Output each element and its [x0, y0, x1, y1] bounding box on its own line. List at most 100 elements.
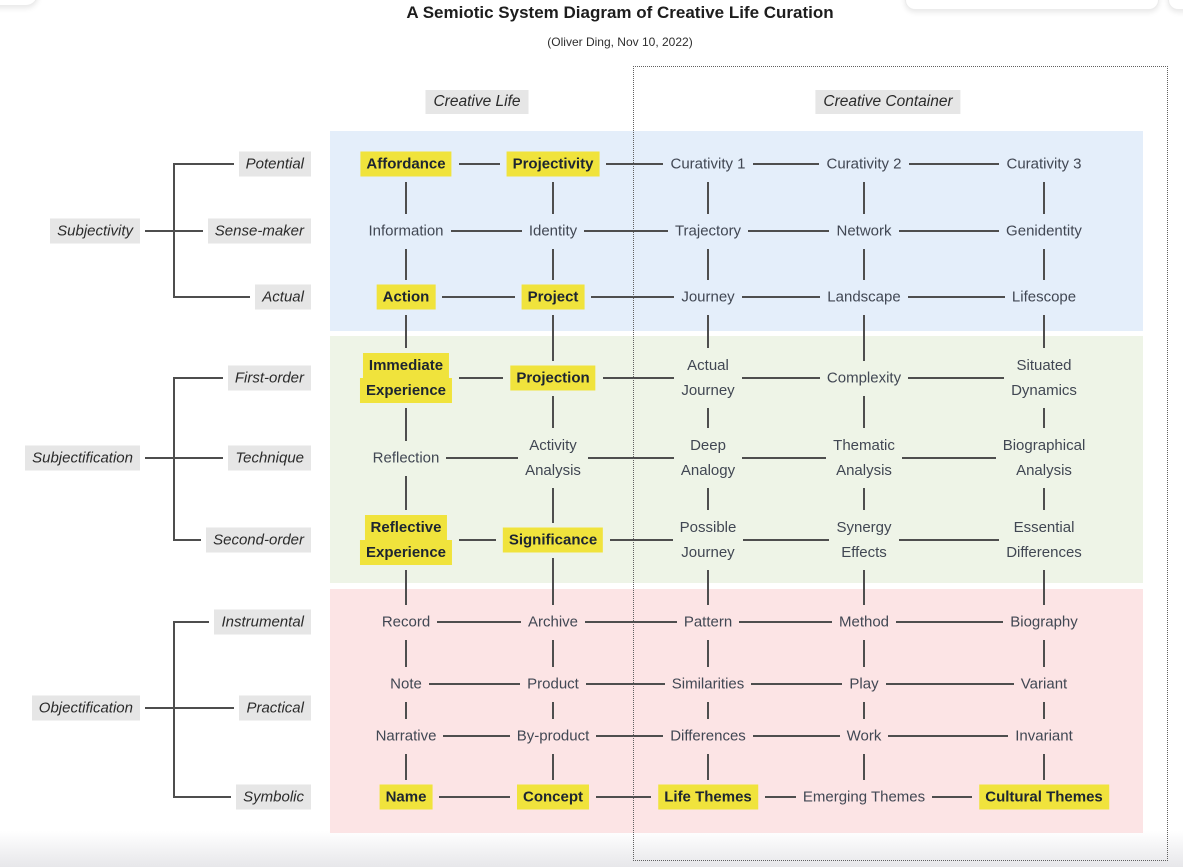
- connector-line: [752, 163, 820, 165]
- connector-line: [1043, 753, 1045, 780]
- bracket-label-practical: Practical: [239, 695, 311, 721]
- group-label-subjectification: Subjectification: [25, 445, 140, 471]
- connector-line: [587, 457, 674, 459]
- connector-line: [584, 230, 668, 232]
- connector-line: [748, 230, 830, 232]
- connector-line: [439, 796, 510, 798]
- connector-line: [428, 683, 521, 685]
- connector-line: [707, 314, 709, 348]
- connector-line: [896, 621, 1004, 623]
- connector-line: [741, 296, 821, 298]
- connector-line: [863, 248, 865, 280]
- node-reflection: Reflection: [372, 449, 440, 467]
- connector-line: [1043, 570, 1045, 605]
- bracket-line: [173, 163, 234, 165]
- connector-line: [1043, 314, 1045, 348]
- node-network: Network: [836, 222, 892, 240]
- node-significance: Significance: [502, 527, 604, 553]
- connector-line: [596, 796, 652, 798]
- connector-line: [863, 570, 865, 605]
- connector-line: [405, 181, 407, 214]
- node-by-product: By-product: [516, 727, 590, 745]
- connector-line: [707, 181, 709, 214]
- connector-line: [446, 457, 519, 459]
- connector-line: [863, 314, 865, 361]
- connector-line: [741, 377, 820, 379]
- node-emerging-themes: Emerging Themes: [802, 788, 926, 806]
- node-journey: Journey: [681, 288, 735, 306]
- connector-line: [596, 735, 664, 737]
- connector-line: [606, 163, 664, 165]
- connector-line: [437, 621, 521, 623]
- bracket-label-actual: Actual: [255, 284, 311, 310]
- connector-line: [1043, 248, 1045, 280]
- connector-line: [863, 488, 865, 510]
- creative-life-header: Creative Life: [425, 90, 529, 114]
- connector-line: [907, 296, 1005, 298]
- bracket-label-second-order: Second-order: [206, 527, 311, 553]
- connector-line: [898, 539, 1000, 541]
- connector-line: [707, 488, 709, 510]
- connector-line: [405, 701, 407, 719]
- browser-card-top-right-2: [1168, 0, 1183, 10]
- connector-line: [405, 314, 407, 348]
- connector-line: [552, 395, 554, 428]
- connector-line: [602, 377, 675, 379]
- connector-line: [707, 639, 709, 667]
- connector-line: [863, 181, 865, 214]
- bracket-line: [145, 707, 235, 709]
- bracket-label-instrumental: Instrumental: [214, 609, 311, 635]
- node-identity: Identity: [528, 222, 578, 240]
- node-action: Action: [376, 284, 436, 310]
- node-curativity-3: Curativity 3: [1006, 155, 1082, 173]
- node-variant: Variant: [1020, 675, 1068, 693]
- bracket-line: [173, 378, 175, 540]
- connector-line: [585, 621, 677, 623]
- bracket-line: [173, 296, 251, 298]
- node-similarities: Similarities: [671, 675, 745, 693]
- bracket-label-sense-maker: Sense-maker: [207, 218, 311, 244]
- connector-line: [707, 408, 709, 428]
- connector-line: [707, 753, 709, 780]
- node-play: Play: [849, 675, 879, 693]
- connector-line: [405, 475, 407, 510]
- connector-line: [1043, 181, 1045, 214]
- browser-card-top-right: [905, 0, 1159, 10]
- connector-line: [863, 753, 865, 780]
- connector-line: [610, 539, 673, 541]
- bracket-line: [173, 539, 202, 541]
- bracket-label-potential: Potential: [238, 151, 311, 177]
- node-note: Note: [390, 675, 422, 693]
- connector-line: [591, 296, 675, 298]
- connector-line: [405, 639, 407, 667]
- node-complexity: Complexity: [826, 369, 902, 387]
- node-cultural-themes: Cultural Themes: [979, 784, 1109, 810]
- connector-line: [552, 639, 554, 667]
- bracket-line: [173, 377, 223, 379]
- page-bottom-fade: [0, 831, 1183, 867]
- connector-line: [739, 621, 832, 623]
- connector-line: [752, 735, 840, 737]
- node-pattern: Pattern: [683, 613, 733, 631]
- node-landscape: Landscape: [827, 288, 901, 306]
- connector-line: [405, 753, 407, 780]
- connector-line: [552, 701, 554, 719]
- connector-line: [707, 248, 709, 280]
- node-information: Information: [368, 222, 444, 240]
- node-narrative: Narrative: [375, 727, 437, 745]
- connector-line: [901, 457, 996, 459]
- node-curativity-2: Curativity 2: [826, 155, 902, 173]
- connector-line: [450, 230, 522, 232]
- connector-line: [751, 683, 843, 685]
- creative-container-header: Creative Container: [815, 90, 961, 114]
- node-projectivity: Projectivity: [506, 151, 600, 177]
